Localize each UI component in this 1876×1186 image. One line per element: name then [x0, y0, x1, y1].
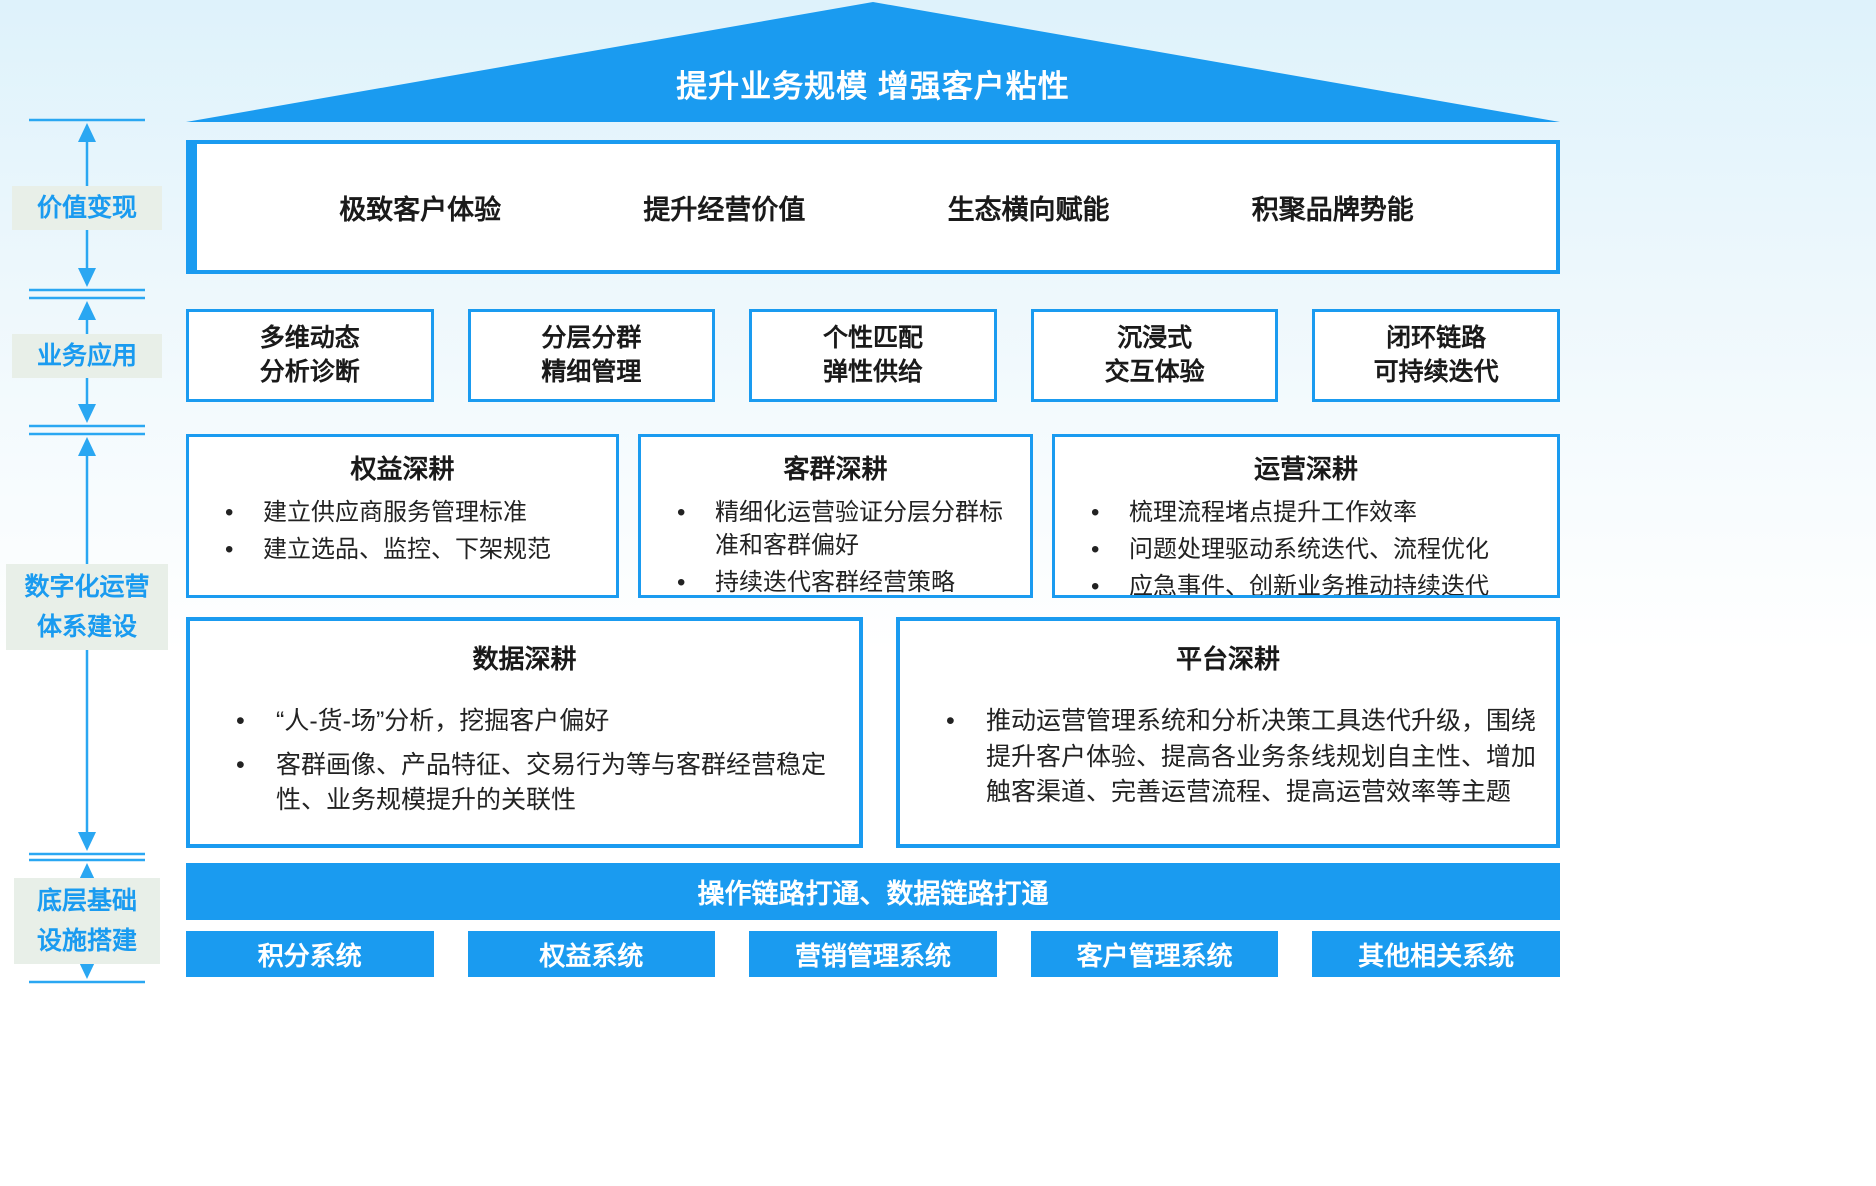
app-box-matching-line1: 个性匹配 — [822, 323, 923, 352]
infrastructure-link-bar: 操作链路打通、数据链路打通 — [186, 863, 1560, 920]
operations-bullet-2: 问题处理驱动系统迭代、流程优化 — [1071, 533, 1541, 566]
cultivation-bottom-row: 数据深耕 “人-货-场”分析，挖掘客户偏好 客群画像、产品特征、交易行为等与客群… — [186, 617, 1560, 848]
side-label-digital: 数字化运营 体系建设 — [6, 564, 168, 650]
customer-management-system-label: 客户管理系统 — [1076, 940, 1233, 971]
operations-bullet-1: 梳理流程堵点提升工作效率 — [1071, 496, 1541, 529]
side-label-infra-line2: 设施搭建 — [36, 927, 137, 955]
other-related-systems-label: 其他相关系统 — [1358, 940, 1515, 971]
operations-cultivation-box: 运营深耕 梳理流程堵点提升工作效率 问题处理驱动系统迭代、流程优化 应急事件、创… — [1052, 434, 1560, 598]
app-box-immersive-line2: 交互体验 — [1104, 357, 1205, 386]
app-box-segmentation-line2: 精细管理 — [541, 357, 642, 386]
rights-system-box: 权益系统 — [467, 931, 716, 977]
side-label-digital-line2: 体系建设 — [36, 613, 137, 641]
roof-banner: 提升业务规模 增强客户粘性 — [186, 2, 1560, 122]
app-box-immersive: 沉浸式 交互体验 — [1030, 309, 1279, 402]
side-label-business-text: 业务应用 — [36, 342, 137, 370]
rights-bullet-2: 建立选品、监控、下架规范 — [205, 533, 600, 566]
app-box-matching: 个性匹配 弹性供给 — [749, 309, 997, 402]
systems-row: 积分系统 权益系统 营销管理系统 客户管理系统 其他相关系统 — [186, 931, 1560, 977]
operations-bullet-3: 应急事件、创新业务推动持续迭代 — [1071, 570, 1541, 595]
side-label-infra-line1: 底层基础 — [36, 887, 137, 915]
app-box-segmentation: 分层分群 精细管理 — [467, 309, 716, 402]
app-box-analysis-line1: 多维动态 — [259, 323, 360, 352]
customer-bullet-2: 持续迭代客群经营策略 — [657, 566, 1014, 595]
side-label-value-text: 价值变现 — [36, 194, 137, 222]
app-box-closed-loop: 闭环链路 可持续迭代 — [1312, 309, 1560, 402]
rights-cultivation-box: 权益深耕 建立供应商服务管理标准 建立选品、监控、下架规范 — [186, 434, 619, 598]
value-item-brand-momentum: 积聚品牌势能 — [1251, 194, 1414, 225]
data-bullet-2: 客群画像、产品特征、交易行为等与客群经营稳定性、业务规模提升的关联性 — [206, 748, 843, 819]
marketing-management-system-box: 营销管理系统 — [749, 931, 997, 977]
app-box-matching-line2: 弹性供给 — [822, 357, 923, 386]
customer-bullet-1: 精细化运营验证分层分群标准和客群偏好 — [657, 496, 1014, 562]
data-cultivation-title: 数据深耕 — [472, 644, 577, 674]
customer-cultivation-list: 精细化运营验证分层分群标准和客群偏好 持续迭代客群经营策略 — [657, 496, 1014, 595]
roof-title: 提升业务规模 增强客户粘性 — [676, 69, 1070, 104]
application-row: 多维动态 分析诊断 分层分群 精细管理 个性匹配 弹性供给 沉浸式 交互体验 闭… — [186, 309, 1560, 402]
rights-bullet-1: 建立供应商服务管理标准 — [205, 496, 600, 529]
value-item-ecosystem-enablement: 生态横向赋能 — [947, 194, 1110, 225]
side-label-digital-line1: 数字化运营 — [24, 573, 150, 601]
marketing-management-system-label: 营销管理系统 — [794, 940, 951, 971]
data-cultivation-box: 数据深耕 “人-货-场”分析，挖掘客户偏好 客群画像、产品特征、交易行为等与客群… — [186, 617, 863, 848]
app-box-immersive-line1: 沉浸式 — [1117, 323, 1193, 352]
customer-cultivation-title: 客群深耕 — [783, 454, 888, 484]
app-box-analysis-line2: 分析诊断 — [259, 357, 360, 386]
cultivation-top-row: 权益深耕 建立供应商服务管理标准 建立选品、监控、下架规范 客群深耕 精细化运营… — [186, 434, 1560, 598]
platform-cultivation-box: 平台深耕 推动运营管理系统和分析决策工具迭代升级，围绕提升客户体验、提高各业务条… — [896, 617, 1560, 848]
side-label-infrastructure: 底层基础 设施搭建 — [14, 878, 160, 964]
rights-cultivation-list: 建立供应商服务管理标准 建立选品、监控、下架规范 — [205, 496, 600, 566]
customer-management-system-box: 客户管理系统 — [1030, 931, 1279, 977]
platform-cultivation-title: 平台深耕 — [1175, 644, 1280, 674]
value-item-operating-value: 提升经营价值 — [643, 194, 806, 225]
business-section-arrow — [29, 296, 145, 428]
platform-bullet-1: 推动运营管理系统和分析决策工具迭代升级，围绕提升客户体验、提高各业务条线规划自主… — [916, 704, 1540, 811]
side-label-value: 价值变现 — [12, 186, 162, 230]
app-box-closed-loop-line2: 可持续迭代 — [1373, 357, 1499, 386]
app-box-analysis: 多维动态 分析诊断 — [186, 309, 434, 402]
other-related-systems-box: 其他相关系统 — [1312, 931, 1560, 977]
app-box-closed-loop-line1: 闭环链路 — [1386, 323, 1487, 352]
customer-cultivation-box: 客群深耕 精细化运营验证分层分群标准和客群偏好 持续迭代客群经营策略 — [638, 434, 1033, 598]
points-system-label: 积分系统 — [257, 940, 362, 971]
infrastructure-link-bar-text: 操作链路打通、数据链路打通 — [697, 879, 1049, 909]
data-bullet-1: “人-货-场”分析，挖掘客户偏好 — [206, 704, 843, 740]
operations-cultivation-list: 梳理流程堵点提升工作效率 问题处理驱动系统迭代、流程优化 应急事件、创新业务推动… — [1071, 496, 1541, 595]
side-label-business: 业务应用 — [12, 334, 162, 378]
rights-system-label: 权益系统 — [539, 940, 644, 971]
app-box-segmentation-line1: 分层分群 — [541, 323, 642, 352]
operations-cultivation-title: 运营深耕 — [1253, 454, 1358, 484]
rights-cultivation-title: 权益深耕 — [350, 454, 455, 484]
points-system-box: 积分系统 — [186, 931, 434, 977]
data-cultivation-list: “人-货-场”分析，挖掘客户偏好 客群画像、产品特征、交易行为等与客群经营稳定性… — [206, 704, 843, 819]
value-item-customer-experience: 极致客户体验 — [339, 194, 502, 225]
platform-cultivation-list: 推动运营管理系统和分析决策工具迭代升级，围绕提升客户体验、提高各业务条线规划自主… — [916, 704, 1540, 811]
value-realization-box: 极致客户体验 提升经营价值 生态横向赋能 积聚品牌势能 — [186, 140, 1560, 274]
